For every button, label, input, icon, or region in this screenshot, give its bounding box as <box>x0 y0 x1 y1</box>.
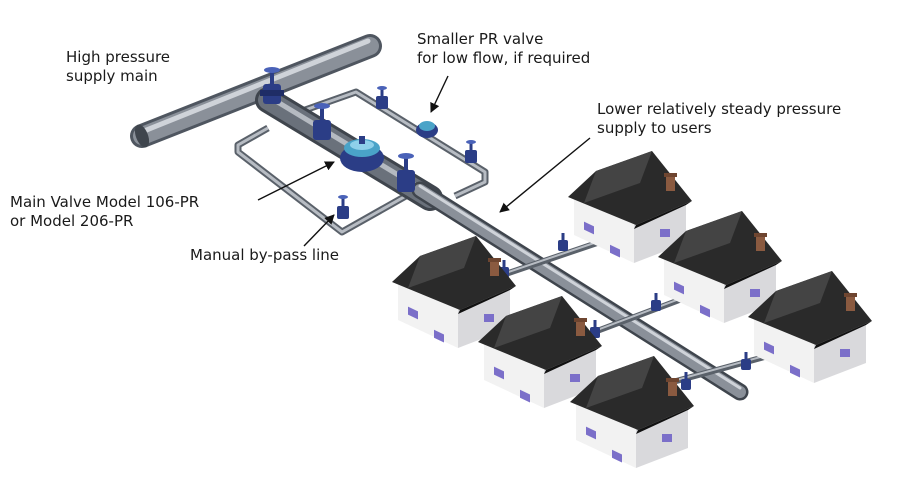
loop-valve-icon <box>376 86 388 109</box>
smaller-pr-valve-label: Smaller PR valve for low flow, if requir… <box>417 30 591 67</box>
houses-group <box>392 151 872 468</box>
service-valve-icon <box>651 293 661 311</box>
leader-arrows <box>257 75 591 247</box>
arrow-lower-pressure <box>499 137 591 213</box>
loop-valve-icon <box>465 140 477 163</box>
gate-valve-icon <box>260 67 284 104</box>
low-flow-bypass-loop <box>303 88 489 200</box>
house-icon <box>478 296 602 408</box>
house-icon <box>568 151 692 263</box>
arrow-main-valve <box>257 161 335 201</box>
high-pressure-main-pipe <box>130 34 382 148</box>
main-pr-valve-icon <box>340 136 384 172</box>
house-icon <box>570 356 694 468</box>
distribution-main-pipe <box>411 181 749 401</box>
main-valve-label: Main Valve Model 106-PR or Model 206-PR <box>10 193 200 230</box>
service-valve-icon <box>558 233 568 251</box>
bypass-line-label: Manual by-pass line <box>190 246 340 264</box>
manual-bypass-line <box>234 124 422 236</box>
arrow-bypass <box>303 214 335 247</box>
house-icon <box>748 271 872 383</box>
gate-valve-icon <box>313 103 331 140</box>
high-pressure-main-label: High pressure supply main <box>66 48 171 85</box>
small-pr-valve-icon <box>416 121 438 138</box>
lower-pressure-label: Lower relatively steady pressure supply … <box>597 100 842 137</box>
bypass-valve-icon <box>337 195 349 219</box>
arrow-smaller-pr <box>430 75 449 113</box>
gate-valve-icon <box>397 153 415 192</box>
service-valve-icon <box>741 352 751 370</box>
service-valve-icon <box>681 372 691 390</box>
house-icon <box>392 236 516 348</box>
